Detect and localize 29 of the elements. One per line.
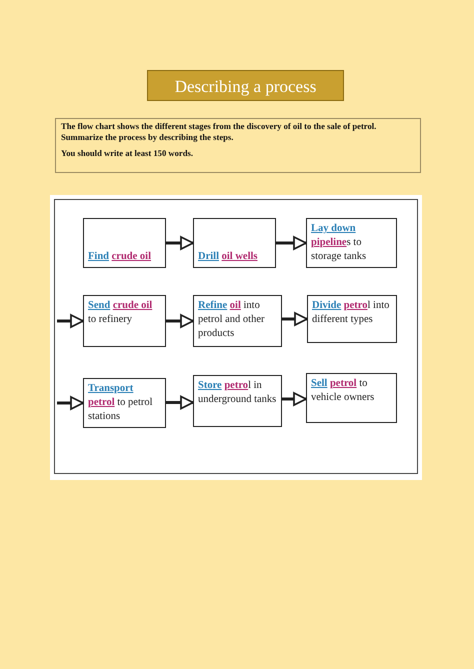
step-text: Store petrol in underground tanks xyxy=(198,379,277,408)
arrow xyxy=(166,236,194,250)
step-text: Lay down pipelines to storage tanks xyxy=(311,222,368,264)
step-text: Refine oil into petrol and other products xyxy=(198,299,266,342)
process-box xyxy=(193,295,282,347)
arrow xyxy=(57,396,84,410)
process-box xyxy=(307,295,397,343)
process-box xyxy=(83,295,166,347)
step-text: Send crude oil to refinery xyxy=(88,299,154,328)
step-text: Sell petrol to vehicle owners xyxy=(311,377,376,406)
arrow xyxy=(57,314,84,328)
step-text: Drill oil wells xyxy=(198,250,258,264)
process-box xyxy=(83,378,166,428)
process-box xyxy=(193,375,282,427)
title-banner: Describing a process xyxy=(147,70,344,101)
arrow xyxy=(282,392,307,406)
arrow xyxy=(166,314,194,328)
process-box xyxy=(306,373,397,423)
step-text: Transport petrol to petrol stations xyxy=(88,382,154,424)
instruction-text: The flow chart shows the different stages from the discovery of oil to the sale of petrol. Summarize the process by describing the steps. xyxy=(61,121,378,144)
instruction-text: You should write at least 150 words. xyxy=(61,148,194,160)
step-text: Find crude oil xyxy=(88,250,152,264)
process-box xyxy=(306,218,397,268)
process-box xyxy=(193,218,276,268)
arrow xyxy=(282,312,308,326)
arrow xyxy=(166,396,194,410)
process-box xyxy=(83,218,166,268)
step-text: Divide petrol into different types xyxy=(312,299,390,328)
arrow xyxy=(276,236,307,250)
